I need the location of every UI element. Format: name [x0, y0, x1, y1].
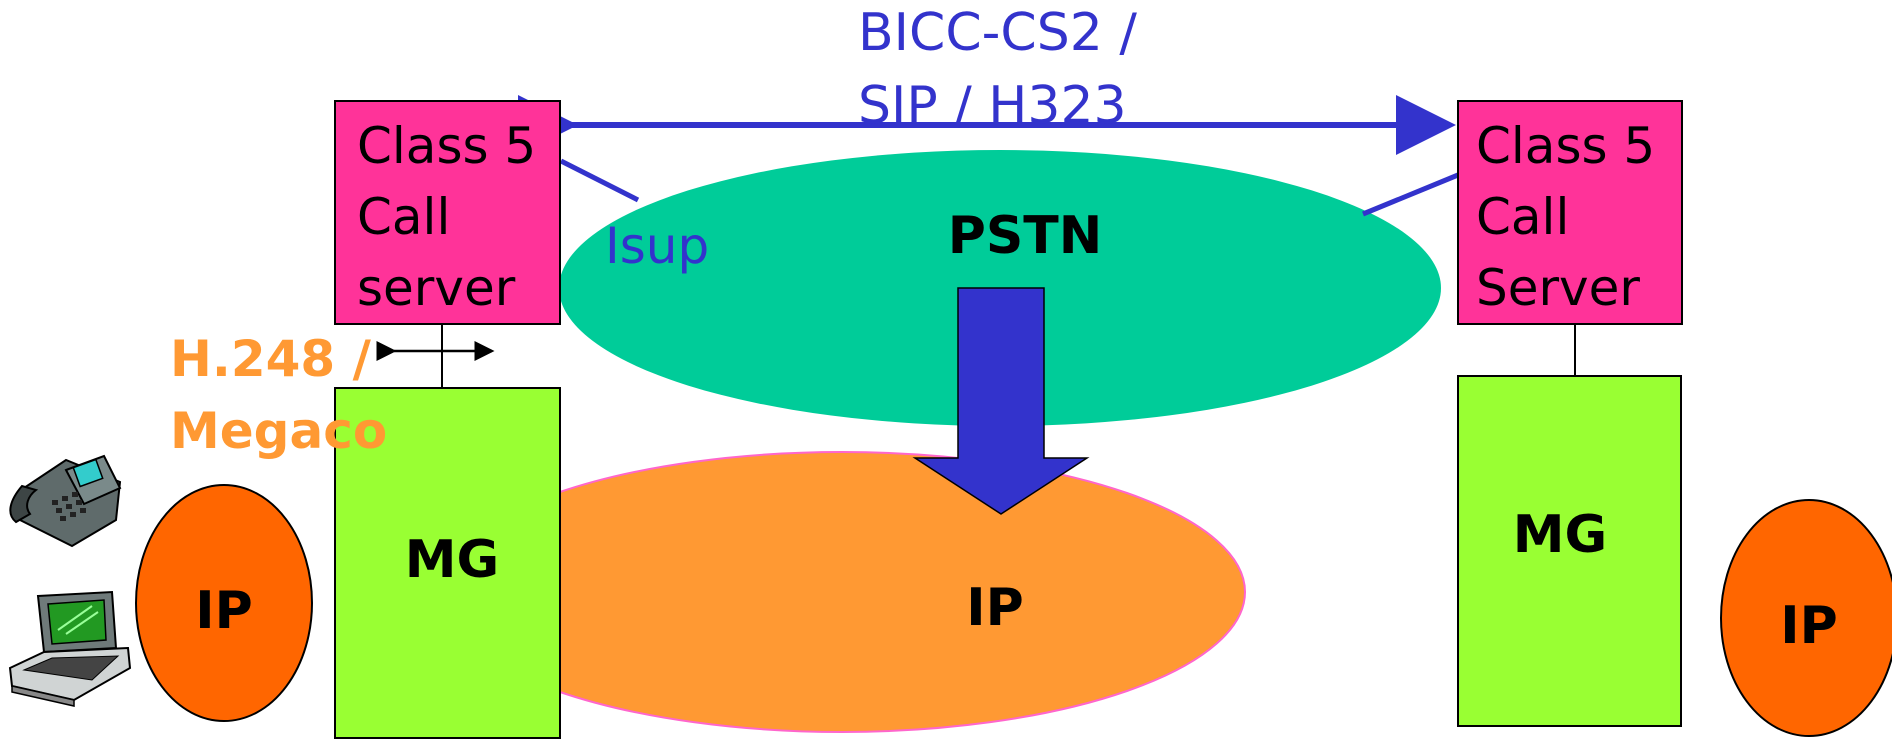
- right-call-server-line1: Class 5: [1476, 117, 1655, 175]
- ip-left-label: IP: [195, 581, 252, 641]
- ip-left-cloud: [135, 484, 313, 722]
- right-call-server-box: [1457, 100, 1683, 325]
- ip-core-label: IP: [966, 578, 1023, 638]
- left-call-server-line1: Class 5: [357, 117, 536, 175]
- protocol-label-line2: SIP / H323: [858, 76, 1127, 136]
- isup-label: Isup: [605, 217, 709, 275]
- left-call-server-line2: Call: [357, 188, 450, 246]
- right-call-server-line3: Server: [1476, 259, 1640, 317]
- left-mg-box: [334, 387, 561, 739]
- left-call-server-line3: server: [357, 259, 516, 317]
- right-call-server-line2: Call: [1476, 188, 1569, 246]
- laptop-icon: [8, 590, 132, 707]
- migration-arrow: [912, 287, 1090, 515]
- pstn-label: PSTN: [948, 206, 1103, 266]
- isup-link-right: [1362, 172, 1459, 217]
- protocol-label-line1: BICC-CS2 /: [858, 3, 1137, 63]
- ip-right-cloud: [1720, 499, 1892, 737]
- h248-label-line1: H.248 /: [170, 330, 372, 388]
- telephone-icon: [9, 454, 122, 548]
- left-mg-label: MG: [405, 530, 499, 590]
- h248-label-line2: Megaco: [170, 402, 387, 460]
- ip-right-label: IP: [1780, 596, 1837, 656]
- right-mg-box: [1457, 375, 1682, 727]
- isup-link-left: [559, 158, 640, 203]
- left-call-server-box: [334, 100, 561, 325]
- right-mg-label: MG: [1513, 505, 1607, 565]
